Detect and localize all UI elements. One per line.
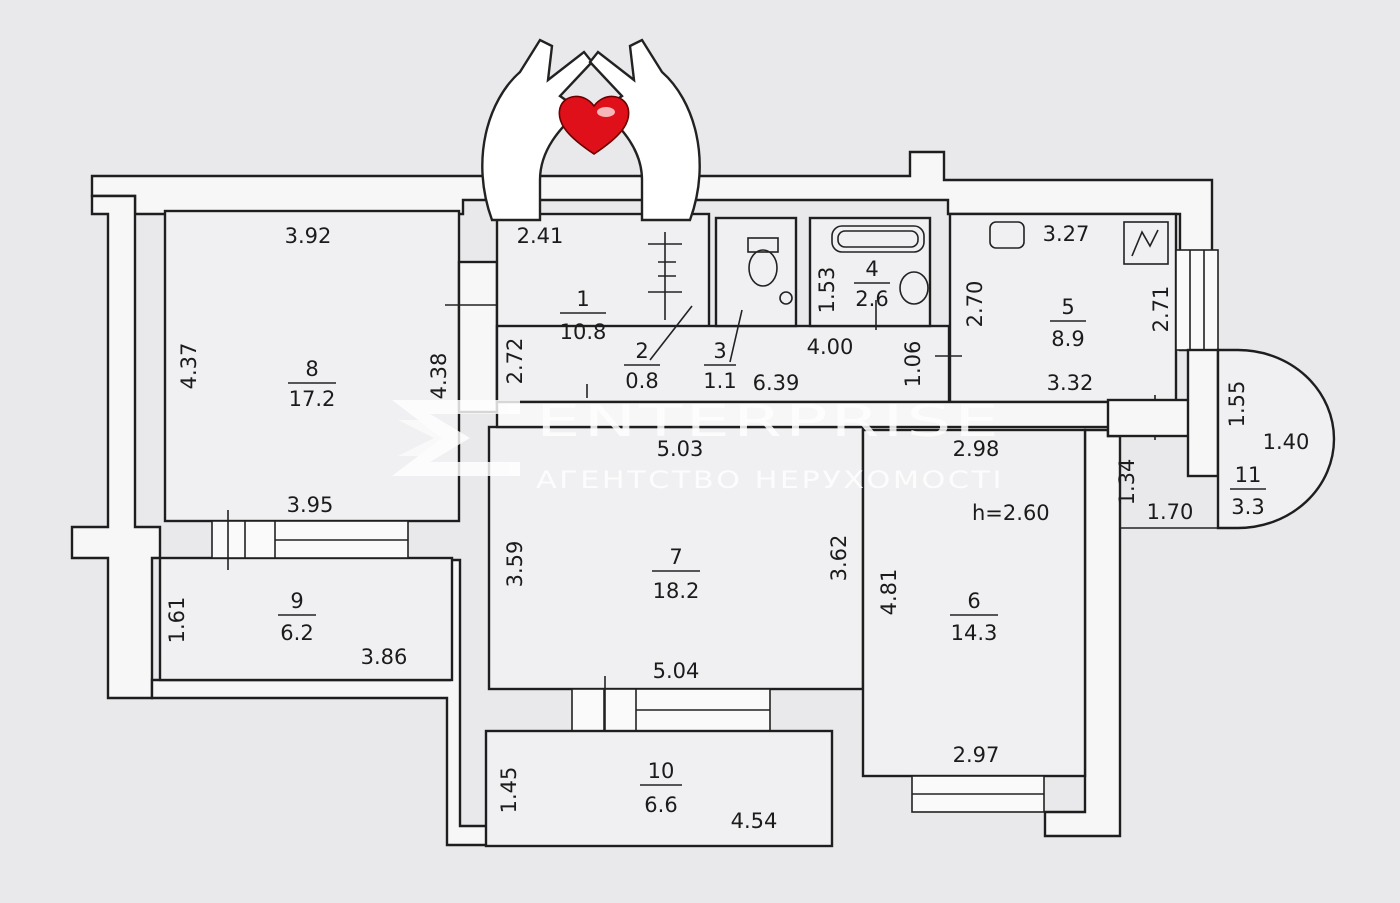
dim-room10-bottom: 4.54 [731,809,778,833]
room-7-number: 7 [669,545,682,569]
dim-balcony11-d: 1.70 [1147,500,1194,524]
dim-room8-bottom: 3.95 [287,493,334,517]
room-7-area: 18.2 [653,579,700,603]
room-8-number: 8 [305,357,318,381]
room-1-number: 1 [576,287,589,311]
walls [70,150,1214,847]
room-4-area: 2.6 [855,287,888,311]
watermark-subtitle: АГЕНТСТВО НЕРУХОМОСТІ [536,466,1004,494]
room-6-area: 14.3 [951,621,998,645]
room-11-area: 3.3 [1231,495,1264,519]
dimension-labels: 3.92 4.37 4.38 3.95 1.61 3.86 2.41 2.72 … [165,222,1309,833]
dim-corridor-c: 1.06 [901,341,925,388]
dim-room8-left: 4.37 [177,343,201,390]
room-3 [714,216,798,328]
enterprise-logo-icon [392,400,520,476]
room-2-number: 2 [635,339,648,363]
dim-corridor-a: 4.00 [807,335,854,359]
inner-wall-right [1106,398,1192,438]
window-room-5 [1175,249,1219,351]
room-6 [861,428,1087,778]
room-11 [1216,348,1336,530]
room-8-area: 17.2 [289,387,336,411]
dim-room9-bottom: 3.86 [361,645,408,669]
room-9-number: 9 [290,589,303,613]
dim-room6-left: 4.81 [877,569,901,616]
inner-wall-middle [495,400,1119,429]
room-11-number: 11 [1235,463,1262,487]
kitchen-fixtures-icon [989,221,1169,265]
dim-room1-top: 2.41 [517,224,564,248]
room-5-number: 5 [1061,295,1074,319]
dim-room4-side: 1.53 [815,267,839,314]
dim-room9-left: 1.61 [165,597,189,644]
watermark-brand: ENTERPRISE [536,396,1002,447]
balcony-wall [1186,348,1220,478]
partition-wall [457,260,499,414]
dim-room6-top: 2.98 [953,437,1000,461]
dim-room7-bottom: 5.04 [653,659,700,683]
outer-wall-right [1043,428,1122,838]
room-3-area: 1.1 [703,369,736,393]
dim-balcony11-a: 1.55 [1225,381,1249,428]
room-5-area: 8.9 [1051,327,1084,351]
dim-room7-right: 3.62 [827,535,851,582]
dim-room5-right: 2.71 [1149,286,1173,333]
ceiling-height: h=2.60 [972,501,1050,525]
room-10-area: 6.6 [644,793,677,817]
enterprise-watermark: ENTERPRISE АГЕНТСТВО НЕРУХОМОСТІ [392,396,1004,494]
room-6-number: 6 [967,589,980,613]
room-1-area: 10.8 [560,320,607,344]
corridor [495,324,951,404]
dim-room7-left: 3.59 [503,541,527,588]
bathtub-icon [831,225,929,305]
room-4-number: 4 [865,257,878,281]
dim-room6-bottom: 2.97 [953,743,1000,767]
heart-hands-icon [481,38,701,222]
room-9 [158,556,454,682]
room-3-number: 3 [713,339,726,363]
outer-wall-left [70,194,162,700]
dim-corridor-b: 6.39 [753,371,800,395]
room-10-number: 10 [648,759,675,783]
dim-balcony11-c: 1.34 [1115,459,1139,506]
dim-room1-side: 2.72 [503,338,527,385]
dim-room8-right: 4.38 [427,353,451,400]
toilet-icon [747,237,793,305]
dim-room7-top: 5.03 [657,437,704,461]
room-10 [484,729,834,848]
room-labels: 1 10.8 2 0.8 3 1.1 4 2.6 5 8.9 6 14.3 7 … [278,257,1266,817]
dim-room10-left: 1.45 [497,767,521,814]
dim-room5-left: 2.70 [963,281,987,328]
dim-room8-top: 3.92 [285,224,332,248]
room-2-area: 0.8 [625,369,658,393]
dim-balcony11-b: 1.40 [1263,430,1310,454]
room-9-area: 6.2 [280,621,313,645]
dim-room5-bottom: 3.32 [1047,371,1094,395]
room-7 [487,425,865,691]
dim-room5-top: 3.27 [1043,222,1090,246]
